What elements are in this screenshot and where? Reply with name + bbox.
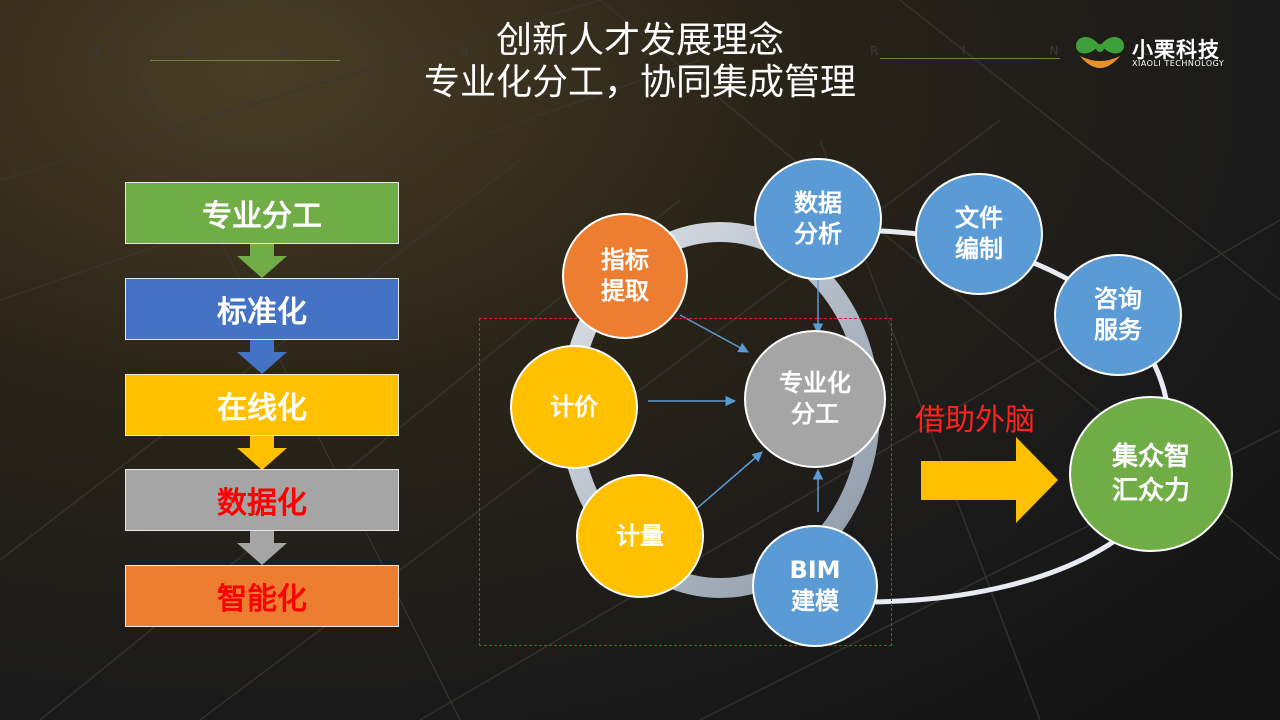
arrow-extract-to-center bbox=[679, 314, 749, 353]
node-index-extraction: 指标 提取 bbox=[562, 213, 688, 339]
external-brain-label: 借助外脑 bbox=[915, 403, 1035, 438]
step-connector bbox=[250, 436, 274, 448]
step-down-arrow-icon bbox=[237, 448, 287, 470]
node-consulting-service: 咨询 服务 bbox=[1054, 254, 1182, 376]
arrow-measure-to-center bbox=[694, 451, 763, 511]
step-connector bbox=[250, 244, 274, 256]
node-data-analysis: 数据 分析 bbox=[754, 158, 882, 280]
logo-name: 小栗科技 bbox=[1132, 38, 1220, 62]
process-step: 标准化 bbox=[125, 278, 399, 340]
step-connector bbox=[250, 531, 274, 543]
node-bim-modeling: BIM 建模 bbox=[752, 525, 878, 647]
process-step: 智能化 bbox=[125, 565, 399, 627]
header-line-left bbox=[150, 60, 340, 61]
step-connector bbox=[250, 340, 274, 352]
step-down-arrow-icon bbox=[237, 352, 287, 374]
process-step: 在线化 bbox=[125, 374, 399, 436]
step-down-arrow-icon bbox=[237, 543, 287, 565]
watermark-text-left: E N G I N E E bbox=[95, 44, 692, 58]
external-brain-arrow bbox=[921, 437, 1058, 523]
step-down-arrow-icon bbox=[237, 256, 287, 278]
process-step: 数据化 bbox=[125, 469, 399, 531]
core-boundary bbox=[479, 318, 892, 646]
node-measurement: 计量 bbox=[576, 474, 704, 598]
page-subtitle: 专业化分工，协同集成管理 bbox=[423, 62, 856, 103]
header-line-right bbox=[880, 58, 1060, 59]
node-pricing: 计价 bbox=[510, 345, 638, 469]
logo-subtitle: XIAOLI TECHNOLOGY bbox=[1132, 59, 1225, 68]
chestnut-logo-icon bbox=[1076, 36, 1124, 68]
node-collective-wisdom: 集众智 汇众力 bbox=[1069, 396, 1233, 552]
company-logo: 小栗科技 XIAOLI TECHNOLOGY bbox=[1072, 30, 1252, 76]
page-title: 创新人才发展理念 bbox=[495, 20, 784, 61]
node-document-preparation: 文件 编制 bbox=[915, 173, 1043, 295]
process-step: 专业分工 bbox=[125, 182, 399, 244]
node-center-specialization: 专业化 分工 bbox=[744, 330, 886, 468]
